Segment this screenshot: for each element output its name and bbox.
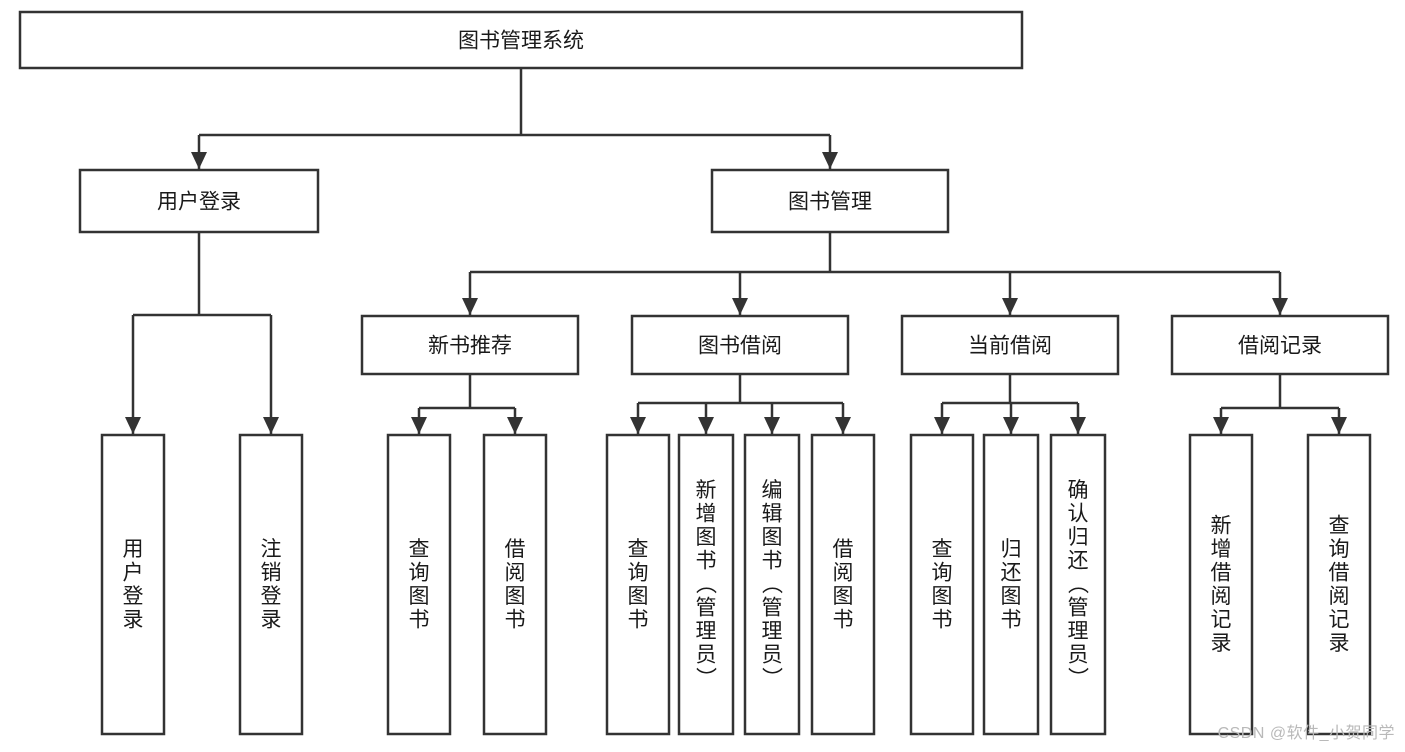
connector-layer <box>125 68 1347 434</box>
arrow-head-icon <box>732 298 748 315</box>
node-label: 用户登录 <box>157 191 241 214</box>
arrow-head-icon <box>263 417 279 434</box>
node-label: 查询图书 <box>409 538 430 632</box>
arrow-head-icon <box>1002 298 1018 315</box>
node-root-system[interactable]: 图书管理系统 <box>18 10 1024 70</box>
arrow-head-icon <box>462 298 478 315</box>
arrow-head-icon <box>934 417 950 434</box>
node-leaf-2[interactable]: 注销登录 <box>238 433 304 736</box>
node-level2-1[interactable]: 用户登录 <box>78 168 320 234</box>
node-box <box>743 433 801 736</box>
node-box <box>18 10 1024 70</box>
arrow-head-icon <box>507 417 523 434</box>
node-level3-3[interactable]: 当前借阅 <box>900 314 1120 376</box>
watermark-text: CSDN @软件_小贺同学 <box>1217 725 1395 742</box>
arrow-head-icon <box>411 417 427 434</box>
node-leaf-6[interactable]: 新增图书（管理员） <box>677 433 735 736</box>
node-label: 借阅记录 <box>1238 335 1322 358</box>
node-leaf-12[interactable]: 新增借阅记录 <box>1188 433 1254 736</box>
node-leaf-7[interactable]: 编辑图书（管理员） <box>743 433 801 736</box>
node-box <box>1170 314 1390 376</box>
node-box <box>1049 433 1107 736</box>
node-leaf-8[interactable]: 借阅图书 <box>810 433 876 736</box>
arrow-head-icon <box>191 152 207 169</box>
node-box <box>630 314 850 376</box>
node-box <box>100 433 166 736</box>
node-level3-2[interactable]: 图书借阅 <box>630 314 850 376</box>
node-box <box>386 433 452 736</box>
node-box <box>482 433 548 736</box>
node-leaf-11[interactable]: 确认归还（管理员） <box>1049 433 1107 736</box>
node-level2-2[interactable]: 图书管理 <box>710 168 950 234</box>
node-label: 归还图书 <box>1001 538 1022 632</box>
node-box <box>810 433 876 736</box>
node-leaf-1[interactable]: 用户登录 <box>100 433 166 736</box>
node-label: 图书管理系统 <box>458 30 584 53</box>
node-leaf-10[interactable]: 归还图书 <box>982 433 1040 736</box>
arrow-head-icon <box>835 417 851 434</box>
node-label: 借阅图书 <box>505 538 526 632</box>
arrow-head-icon <box>698 417 714 434</box>
node-box <box>1306 433 1372 736</box>
arrow-head-icon <box>1003 417 1019 434</box>
node-box <box>78 168 320 234</box>
arrow-head-icon <box>630 417 646 434</box>
node-label: 图书借阅 <box>698 335 782 358</box>
node-label: 新书推荐 <box>428 335 512 358</box>
node-leaf-9[interactable]: 查询图书 <box>909 433 975 736</box>
node-label: 图书管理 <box>788 191 872 214</box>
node-label: 新增借阅记录 <box>1211 514 1232 655</box>
node-label: 查询图书 <box>628 538 649 632</box>
arrow-head-icon <box>1213 417 1229 434</box>
node-label: 借阅图书 <box>833 538 854 632</box>
node-level3-1[interactable]: 新书推荐 <box>360 314 580 376</box>
node-box <box>909 433 975 736</box>
arrow-head-icon <box>1331 417 1347 434</box>
node-label: 当前借阅 <box>968 335 1052 358</box>
node-label: 注销登录 <box>261 538 282 632</box>
node-box <box>677 433 735 736</box>
arrow-head-icon <box>1272 298 1288 315</box>
node-leaf-13[interactable]: 查询借阅记录 <box>1306 433 1372 736</box>
arrow-head-icon <box>822 152 838 169</box>
arrow-head-icon <box>1070 417 1086 434</box>
node-box <box>900 314 1120 376</box>
node-box <box>238 433 304 736</box>
node-label: 查询图书 <box>932 538 953 632</box>
node-leaf-5[interactable]: 查询图书 <box>605 433 671 736</box>
node-box <box>982 433 1040 736</box>
node-label: 用户登录 <box>123 538 144 632</box>
node-label: 新增图书（管理员） <box>696 479 718 690</box>
node-box <box>360 314 580 376</box>
node-box <box>605 433 671 736</box>
node-label: 确认归还（管理员） <box>1068 479 1090 690</box>
arrow-head-icon <box>764 417 780 434</box>
node-box <box>1188 433 1254 736</box>
node-label: 编辑图书（管理员） <box>762 479 784 690</box>
node-leaf-3[interactable]: 查询图书 <box>386 433 452 736</box>
node-leaf-4[interactable]: 借阅图书 <box>482 433 548 736</box>
node-layer: 图书管理系统用户登录图书管理新书推荐图书借阅当前借阅借阅记录用户登录注销登录查询… <box>18 10 1390 736</box>
node-label: 查询借阅记录 <box>1329 514 1350 655</box>
arrow-head-icon <box>125 417 141 434</box>
node-box <box>710 168 950 234</box>
node-level3-4[interactable]: 借阅记录 <box>1170 314 1390 376</box>
